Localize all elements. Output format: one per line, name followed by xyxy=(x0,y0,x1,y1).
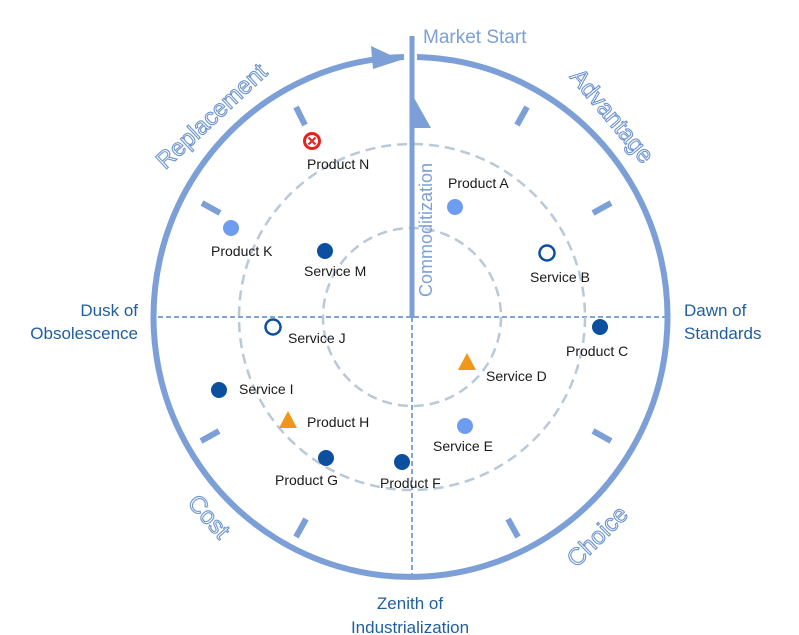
tick-mark xyxy=(293,517,309,539)
market-start-label: Market Start xyxy=(423,27,527,48)
tick-mark xyxy=(199,428,221,444)
item-label: Service M xyxy=(304,263,366,279)
phase-choice-label: Choice xyxy=(562,501,634,573)
tick-mark xyxy=(293,105,308,127)
item-label: Service B xyxy=(530,269,590,285)
item-label: Product A xyxy=(448,175,509,191)
ring-tick-marks xyxy=(199,105,613,539)
item-label: Product N xyxy=(307,156,369,172)
dusk-of-label: Dusk of xyxy=(80,301,138,320)
service-e-marker-icon xyxy=(457,418,473,434)
standards-label: Standards xyxy=(684,324,762,343)
item-label: Service J xyxy=(288,330,346,346)
item-label: Product K xyxy=(211,243,273,259)
outer-ring-arrowhead-icon xyxy=(371,46,401,69)
industrialization-label: Industrialization xyxy=(351,618,469,635)
commoditization-label: Commoditization xyxy=(416,163,436,297)
item-label: Service D xyxy=(486,368,547,384)
tick-mark xyxy=(591,428,613,444)
service-i-marker-icon xyxy=(211,382,227,398)
service-m-marker-icon xyxy=(317,243,333,259)
item-label: Product F xyxy=(380,475,441,491)
zenith-of-label: Zenith of xyxy=(377,594,443,613)
tick-mark xyxy=(505,517,521,539)
obsolescence-label: Obsolescence xyxy=(30,324,138,343)
product-h-marker-icon xyxy=(279,411,297,428)
outer-ring xyxy=(150,54,671,580)
product-g-marker-icon xyxy=(318,450,334,466)
service-j-marker-icon xyxy=(264,318,282,336)
phase-replacement-label: Replacement xyxy=(151,58,273,174)
item-label: Product C xyxy=(566,343,628,359)
product-k-marker-icon xyxy=(223,220,239,236)
item-label: Service E xyxy=(433,438,493,454)
tick-mark xyxy=(200,200,222,216)
product-f-marker-icon xyxy=(394,454,410,470)
tick-mark xyxy=(514,105,530,127)
item-markers xyxy=(211,132,608,470)
service-d-marker-icon xyxy=(458,353,476,370)
item-label: Service I xyxy=(239,381,293,397)
item-labels: Product N Product A Product K Service M … xyxy=(211,156,628,491)
item-label: Product G xyxy=(275,472,338,488)
product-a-marker-icon xyxy=(447,199,463,215)
commoditization-arrowhead-icon xyxy=(413,96,431,128)
dawn-of-label: Dawn of xyxy=(684,301,747,320)
product-n-marker-icon xyxy=(303,132,321,150)
item-label: Product H xyxy=(307,414,369,430)
tick-mark xyxy=(591,200,613,216)
middle-dashed-ring xyxy=(237,142,587,492)
product-c-marker-icon xyxy=(592,319,608,335)
service-b-marker-icon xyxy=(538,244,556,262)
